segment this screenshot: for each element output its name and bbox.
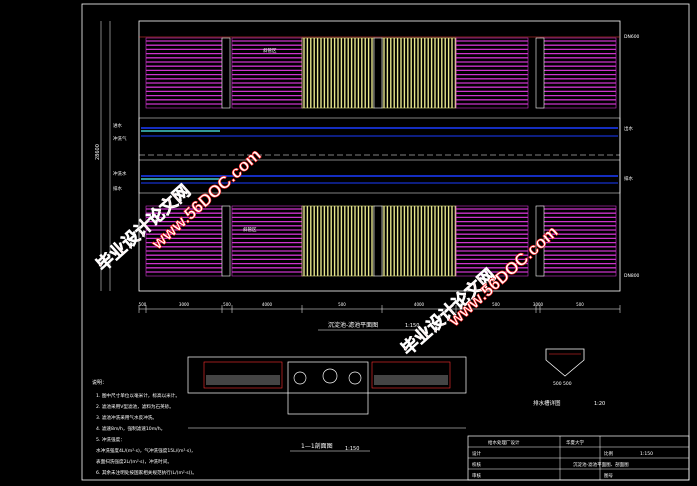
right-dn-top: DN600 <box>624 34 640 40</box>
upper-wall-3 <box>535 37 545 109</box>
lower-block-1 <box>145 205 223 277</box>
lower-wall-1 <box>221 205 231 277</box>
upper-block-frame <box>539 37 617 109</box>
wash-air-label: 冲洗气 <box>113 135 127 142</box>
section-view: 1—1剖面图 1:150 <box>187 356 467 452</box>
upper-block-frame <box>145 37 223 109</box>
section-right-basin <box>371 361 451 389</box>
left-dim-text: 28600 <box>95 144 101 160</box>
lower-block-5 <box>455 205 529 277</box>
lower-filter-blocks <box>145 205 617 277</box>
dim-label: 3000 <box>179 302 190 307</box>
dim-label: 500 <box>576 302 584 307</box>
section-gravel-left <box>206 375 280 385</box>
section-gravel-right <box>374 375 448 385</box>
gutter-shape <box>545 348 585 377</box>
drain-label: 排水 <box>113 185 122 192</box>
pipe-corridor <box>138 117 621 194</box>
dim-label: 500 <box>223 302 231 307</box>
lower-block-frame <box>455 205 529 277</box>
pipe-section-2 <box>322 368 338 384</box>
note-line: 水冲洗强度4L/(m²·s)，气冲洗强度15L/(m²·s)， <box>96 447 196 454</box>
note-line: 2. 滤池采用V型滤池，滤料为石英砂。 <box>96 403 174 410</box>
upper-filter-blocks <box>145 37 617 109</box>
note-line: 表面扫洗强度2L/(m²·s)，冲洗时间。 <box>96 458 172 465</box>
section-left-basin <box>203 361 283 389</box>
upper-wall-1 <box>221 37 231 109</box>
tb-sheet: 图号 <box>604 473 613 479</box>
filter-label-lower: 斜管区 <box>243 226 257 233</box>
plan-scale: 1:150 <box>405 323 419 329</box>
sheet-border <box>81 3 690 481</box>
right-dn-bottom: DN800 <box>624 273 640 279</box>
notes-heading: 说明： <box>92 379 107 386</box>
pipe-section-3 <box>348 371 362 385</box>
dim-label: 500 <box>139 302 147 307</box>
lower-block-3 <box>301 205 375 277</box>
filter-label-upper: 斜管区 <box>263 47 277 54</box>
gutter-dim: 500 500 <box>553 381 572 387</box>
dim-label: 500 <box>492 302 500 307</box>
gutter-detail: 500 500 排水槽详图 1:20 <box>533 348 605 407</box>
tb-scale-value: 1:150 <box>640 451 653 457</box>
tb-check: 校核 <box>472 461 481 468</box>
tb-school: 华夏大学 <box>566 439 584 446</box>
note-line: 1. 图中尺寸单位以毫米计，标高以米计。 <box>96 392 180 399</box>
upper-block-4 <box>381 37 457 109</box>
upper-block-2 <box>231 37 303 109</box>
tb-design: 设计 <box>472 450 481 457</box>
section-title: 1—1剖面图 <box>301 442 333 450</box>
lower-block-frame <box>231 205 303 277</box>
dim-label: 4000 <box>414 302 425 307</box>
bottom-dimension-chain: 500 3000 500 4000 500 4000 500 3000 500 <box>139 302 621 313</box>
gutter-title: 排水槽详图 <box>533 399 561 407</box>
section-center-channel <box>287 361 369 415</box>
note-line: 5. 冲洗强度： <box>96 436 125 443</box>
corridor-band <box>138 117 621 194</box>
note-line: 6. 其余未注明处按国家相关规范执行(L/(m²·s))。 <box>96 469 197 476</box>
upper-block-3 <box>301 37 375 109</box>
upper-block-frame <box>455 37 529 109</box>
dim-label: 4000 <box>262 302 273 307</box>
upper-block-1 <box>145 37 223 109</box>
upper-block-5 <box>455 37 529 109</box>
tb-approve: 审核 <box>472 472 481 479</box>
gutter-scale: 1:20 <box>594 401 605 407</box>
lower-wall-3 <box>535 205 545 277</box>
section-scale: 1:150 <box>345 446 359 452</box>
section-outline <box>187 356 467 394</box>
water-out-label: 出水 <box>624 125 633 132</box>
upper-wall-2 <box>373 37 383 109</box>
note-line: 3. 滤池冲洗采用气水反冲洗。 <box>96 414 157 421</box>
notes-lines: 1. 图中尺寸单位以毫米计，标高以米计。 2. 滤池采用V型滤池，滤料为石英砂。 3… <box>96 392 197 476</box>
tb-scale-label: 比例 <box>604 450 613 457</box>
water-in-label: 进水 <box>113 122 122 129</box>
drain-right-label: 排水 <box>624 175 633 182</box>
lower-block-2 <box>231 205 303 277</box>
title-block: 华夏大学 给水处理厂设计 沉淀池-滤池平面图、剖面图 设计 校核 审核 比例 1… <box>467 435 690 481</box>
wash-water-label: 冲洗水 <box>113 170 127 177</box>
lower-block-4 <box>381 205 457 277</box>
pipe-section-1 <box>293 371 307 385</box>
lower-block-6 <box>539 205 617 277</box>
plan-view: 28600 进水 冲洗气 冲洗水 排水 出水 排水 DN600 DN800 斜管… <box>95 20 640 331</box>
upper-block-6 <box>539 37 617 109</box>
tb-project: 给水处理厂设计 <box>488 439 520 446</box>
dim-label: 3000 <box>533 302 544 307</box>
note-line: 4. 滤速8m/h，强制滤速10m/h。 <box>96 425 165 432</box>
tb-drawing-name: 沉淀池-滤池平面图、剖面图 <box>573 461 629 468</box>
lower-wall-2 <box>373 205 383 277</box>
plan-title: 沉淀池-滤池平面图 <box>328 321 378 329</box>
dim-label: 500 <box>338 302 346 307</box>
notes-block: 说明： 1. 图中尺寸单位以毫米计，标高以米计。 2. 滤池采用V型滤池，滤料为石… <box>92 379 197 476</box>
